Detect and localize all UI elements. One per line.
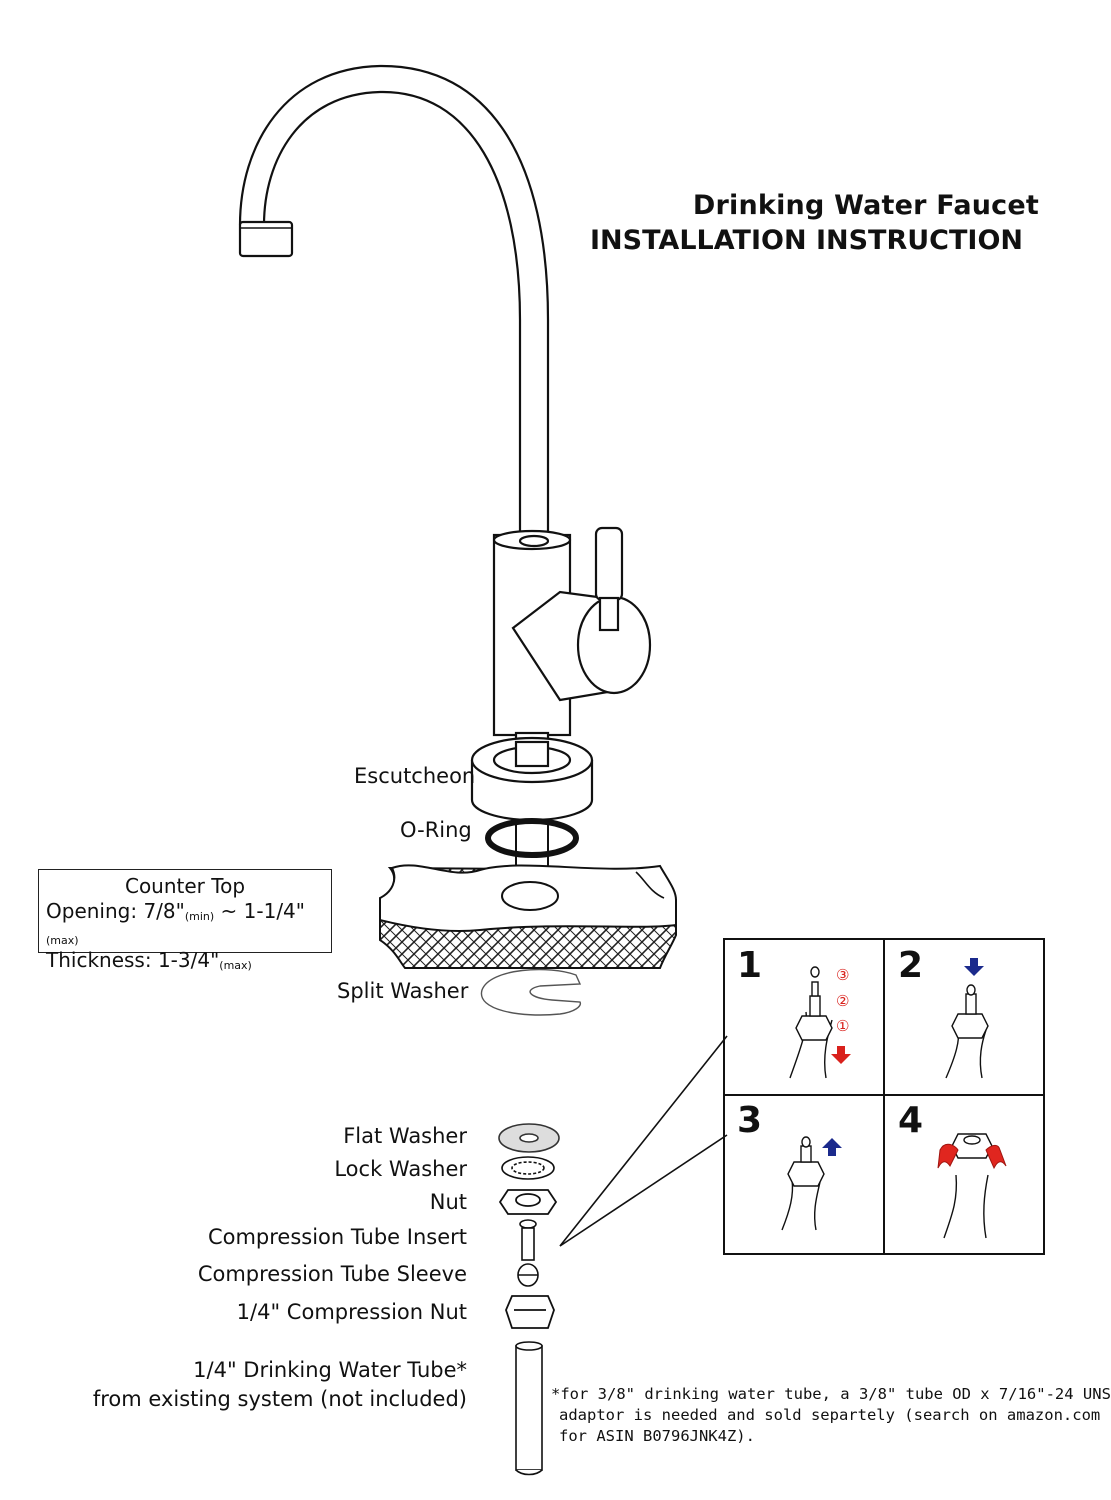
label-split-washer: Split Washer [337, 979, 469, 1003]
label-o-ring: O-Ring [400, 818, 472, 842]
opening-sep: ~ [220, 899, 238, 923]
opening-min-sub: (min) [184, 910, 215, 923]
step-number-4: 4 [898, 1100, 924, 1141]
step-1-marker-2: ② [836, 992, 850, 1010]
label-escutcheon: Escutcheon [354, 764, 476, 788]
thickness-sub: (max) [219, 959, 252, 972]
label-compression-tube-insert: Compression Tube Insert [207, 1225, 467, 1249]
footnote-line-2: adaptor is needed and sold separtely (se… [559, 1406, 1101, 1424]
footnote: *for 3/8" drinking water tube, a 3/8" tu… [551, 1384, 1111, 1447]
lock-washer [501, 1156, 555, 1180]
label-compression-tube-sleeve: Compression Tube Sleeve [197, 1262, 467, 1286]
compression-tube-sleeve [517, 1263, 539, 1287]
escutcheon [470, 736, 594, 822]
thickness-label: Thickness: [46, 948, 152, 972]
title-line-2: INSTALLATION INSTRUCTION [590, 225, 1023, 256]
opening-max: 1-1/4" [243, 899, 305, 923]
label-flat-washer: Flat Washer [343, 1124, 467, 1148]
footnote-line-1: *for 3/8" drinking water tube, a 3/8" tu… [551, 1385, 1111, 1403]
counter-top-thickness: Thickness: 1-3/4"(max) [39, 948, 331, 972]
opening-min: 7/8" [143, 899, 185, 923]
counter-top-spec-box: Counter Top Opening: 7/8"(min) ~ 1-1/4" (… [38, 869, 332, 972]
counter-top-opening: Opening: 7/8"(min) ~ 1-1/4" (max) [39, 899, 331, 947]
label-drinking-tube-2: from existing system (not included) [92, 1387, 467, 1411]
step-3-illustration [781, 1136, 825, 1231]
nut [498, 1189, 558, 1215]
compression-tube-insert [519, 1219, 537, 1261]
step-1-down-arrow [831, 1046, 851, 1064]
title-line-1: Drinking Water Faucet [692, 190, 1039, 221]
step-1-illustration [789, 966, 833, 1079]
step-3-up-arrow [822, 1138, 842, 1156]
opening-max-sub: (max) [46, 934, 79, 947]
label-compression-nut: 1/4" Compression Nut [236, 1300, 467, 1324]
step-2-down-arrow [964, 958, 984, 976]
step-1-marker-3: ③ [836, 966, 850, 984]
step-2-illustration [945, 984, 989, 1079]
label-lock-washer: Lock Washer [334, 1157, 467, 1181]
faucet-spout [238, 64, 550, 545]
drinking-water-tube [515, 1341, 543, 1476]
step-4-rotate-arrows [937, 1143, 1007, 1170]
flat-washer [498, 1123, 560, 1153]
o-ring [485, 818, 579, 858]
split-washer [480, 968, 582, 1016]
label-drinking-tube-1: 1/4" Drinking Water Tube* [193, 1358, 467, 1382]
compression-nut [505, 1295, 555, 1329]
counter-top [379, 864, 677, 969]
page-title: Drinking Water Faucet INSTALLATION INSTR… [590, 190, 1039, 256]
step-number-1: 1 [737, 945, 763, 986]
faucet-diagram [238, 64, 1045, 1476]
counter-top-heading: Counter Top [124, 874, 246, 898]
footnote-line-3: for ASIN B0796JNK4Z). [559, 1427, 755, 1445]
thickness-value: 1-3/4" [157, 948, 220, 972]
step-number-3: 3 [737, 1100, 763, 1141]
step-panel [723, 938, 1045, 1255]
step-number-2: 2 [898, 945, 924, 986]
label-nut: Nut [429, 1190, 467, 1214]
opening-label: Opening: [46, 899, 138, 923]
step-1-marker-1: ① [836, 1017, 850, 1035]
step-4-illustration [943, 1133, 993, 1239]
faucet-body [492, 526, 652, 775]
